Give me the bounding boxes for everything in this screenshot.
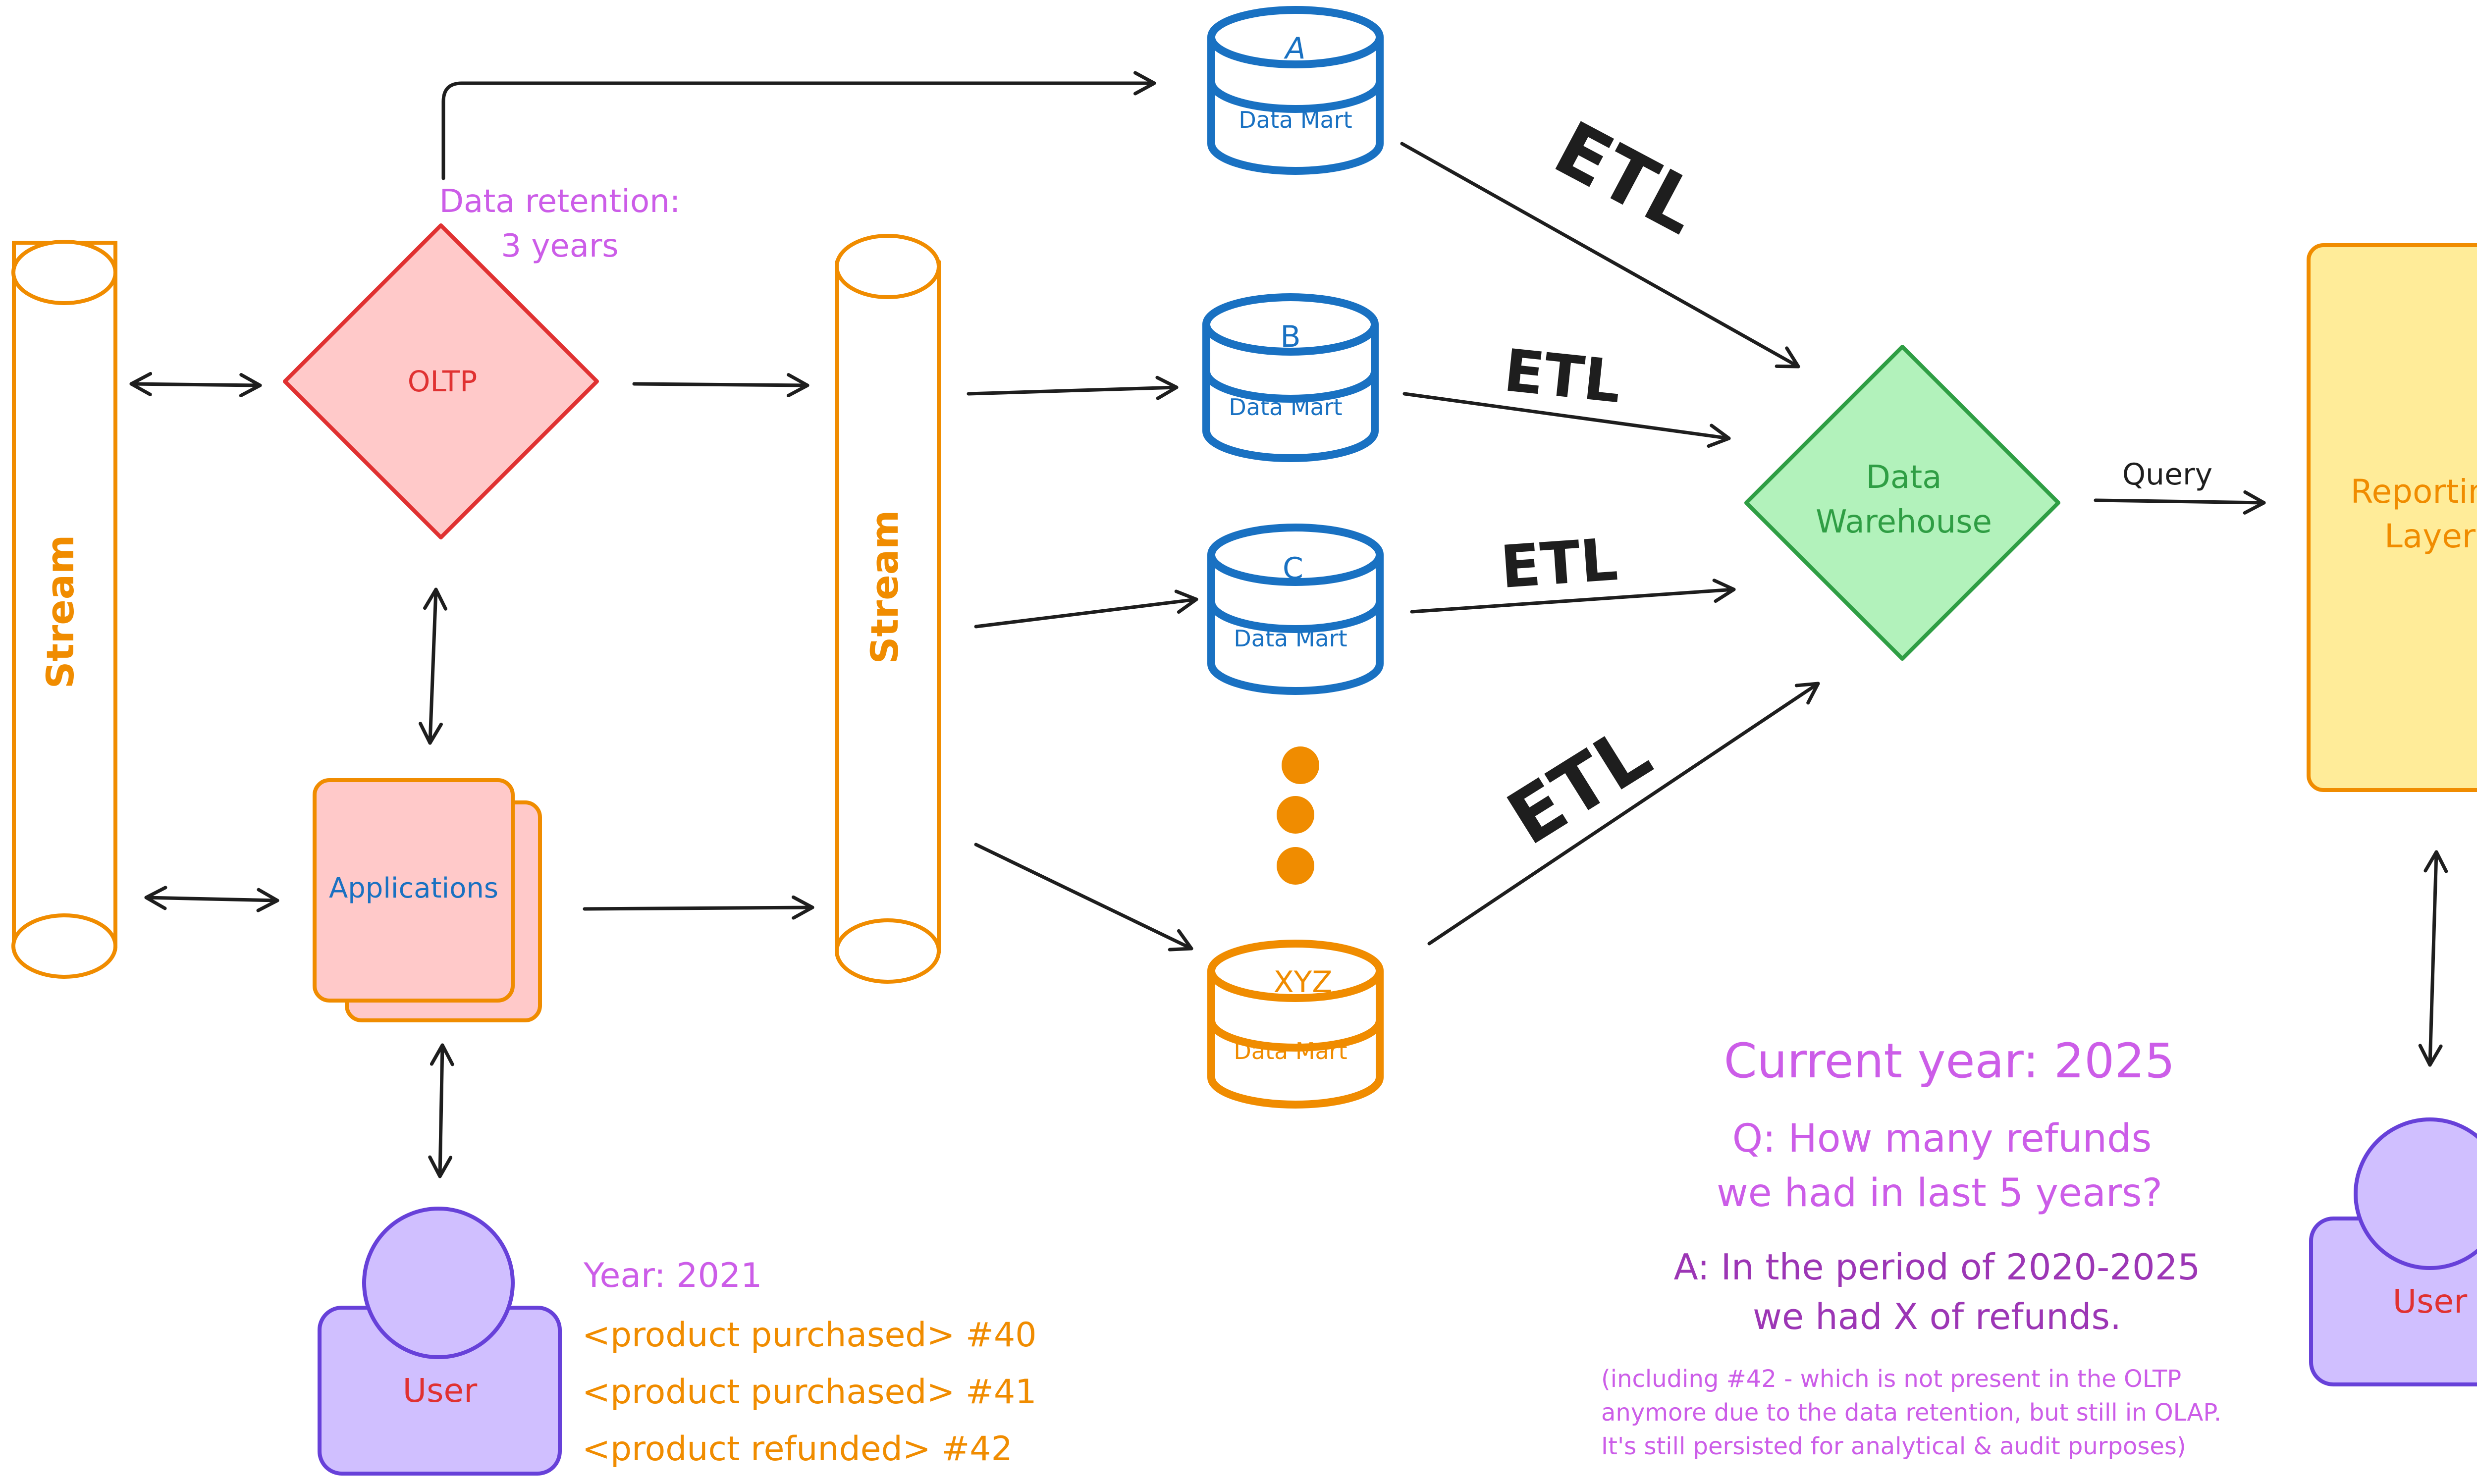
- middle-stream: Stream: [835, 234, 941, 984]
- footnote-line1: (including #42 - which is not present in…: [1601, 1365, 2181, 1393]
- footnote-line3: It's still persisted for analytical & au…: [1601, 1432, 2186, 1460]
- arrow-left-stream-applications: [144, 886, 279, 912]
- arrow-warehouse-query-reporting: [2094, 490, 2266, 515]
- data-mart-a: A Data Mart: [1207, 6, 1384, 175]
- data-mart-xyz: XYZ Data Mart: [1207, 940, 1384, 1109]
- reporting-layer-node: Reporting Layer: [2307, 243, 2477, 792]
- reporting-label-line2: Layer: [2384, 517, 2476, 555]
- applications-node: Applications: [313, 778, 542, 1022]
- user-right-node: User: [2309, 1117, 2477, 1386]
- arrow-stream-to-data-mart-b: [967, 375, 1179, 400]
- data-mart-c-label: Data Mart: [1234, 625, 1347, 652]
- question-line2: we had in last 5 years?: [1717, 1171, 2162, 1216]
- data-mart-a-letter: A: [1283, 31, 1305, 66]
- data-mart-xyz-letter: XYZ: [1274, 965, 1333, 1000]
- footnote-line2: anymore due to the data retention, but s…: [1601, 1399, 2221, 1427]
- user-left-node: User: [318, 1207, 562, 1476]
- user-right-label: User: [2393, 1282, 2468, 1321]
- reporting-label-line1: Reporting: [2351, 473, 2477, 511]
- data-mart-b-letter: B: [1280, 319, 1300, 354]
- question-line1: Q: How many refunds: [1732, 1116, 2152, 1161]
- etl-label-c: ETL: [1498, 525, 1619, 601]
- retention-note-line1: Data retention:: [439, 183, 681, 220]
- data-warehouse-label-line2: Warehouse: [1816, 504, 1992, 540]
- arrow-applications-user: [428, 1043, 454, 1178]
- arrow-left-stream-oltp: [129, 371, 262, 398]
- oltp-label: OLTP: [408, 365, 477, 398]
- event-item-42: <product refunded> #42: [582, 1430, 1013, 1469]
- arrow-applications-to-middle-stream: [583, 895, 814, 920]
- answer-line2: we had X of refunds.: [1753, 1296, 2121, 1337]
- oltp-node: OLTP: [283, 223, 599, 539]
- middle-stream-label: Stream: [862, 510, 907, 664]
- data-mart-a-label: Data Mart: [1238, 106, 1352, 133]
- left-stream-label: Stream: [38, 535, 82, 689]
- data-mart-c: C Data Mart: [1207, 524, 1384, 695]
- data-mart-b-label: Data Mart: [1229, 394, 1342, 421]
- event-item-41: <product purchased> #41: [582, 1373, 1037, 1412]
- arrow-oltp-to-middle-stream: [632, 373, 809, 398]
- events-year: Year: 2021: [583, 1256, 762, 1295]
- arrow-oltp-to-data-mart-a: [441, 71, 1156, 180]
- data-warehouse-node: Data Warehouse: [1744, 345, 2060, 661]
- arrow-data-mart-b-etl: [1402, 392, 1731, 448]
- etl-label-a: ETL: [1541, 106, 1713, 252]
- answer-line1: A: In the period of 2020-2025: [1674, 1246, 2201, 1288]
- left-stream: Stream: [11, 240, 117, 979]
- data-mart-c-letter: C: [1283, 551, 1303, 586]
- arrow-stream-to-data-mart-xyz: [974, 843, 1193, 952]
- retention-note-line2: 3 years: [501, 228, 618, 265]
- connectors: [129, 71, 2448, 1178]
- arrow-data-mart-c-etl: [1410, 579, 1736, 614]
- data-mart-xyz-label: Data Mart: [1234, 1038, 1347, 1064]
- arrow-reporting-user: [2418, 850, 2448, 1067]
- etl-label-b: ETL: [1501, 336, 1624, 416]
- query-label: Query: [2122, 457, 2212, 492]
- current-year-note: Current year: 2025: [1724, 1033, 2175, 1089]
- arrow-stream-to-data-mart-c: [974, 589, 1198, 629]
- etl-label-xyz: ETL: [1494, 710, 1666, 862]
- arrow-oltp-applications: [419, 587, 447, 745]
- arrow-data-mart-a-etl: [1400, 142, 1800, 369]
- data-mart-b: B Data Mart: [1202, 293, 1379, 462]
- arrow-data-mart-xyz-etl: [1427, 682, 1820, 946]
- data-warehouse-label-line1: Data: [1866, 459, 1942, 496]
- user-left-label: User: [403, 1372, 478, 1410]
- applications-label: Applications: [329, 872, 498, 904]
- event-item-40: <product purchased> #40: [582, 1316, 1037, 1355]
- more-data-marts-ellipsis: [1277, 746, 1319, 885]
